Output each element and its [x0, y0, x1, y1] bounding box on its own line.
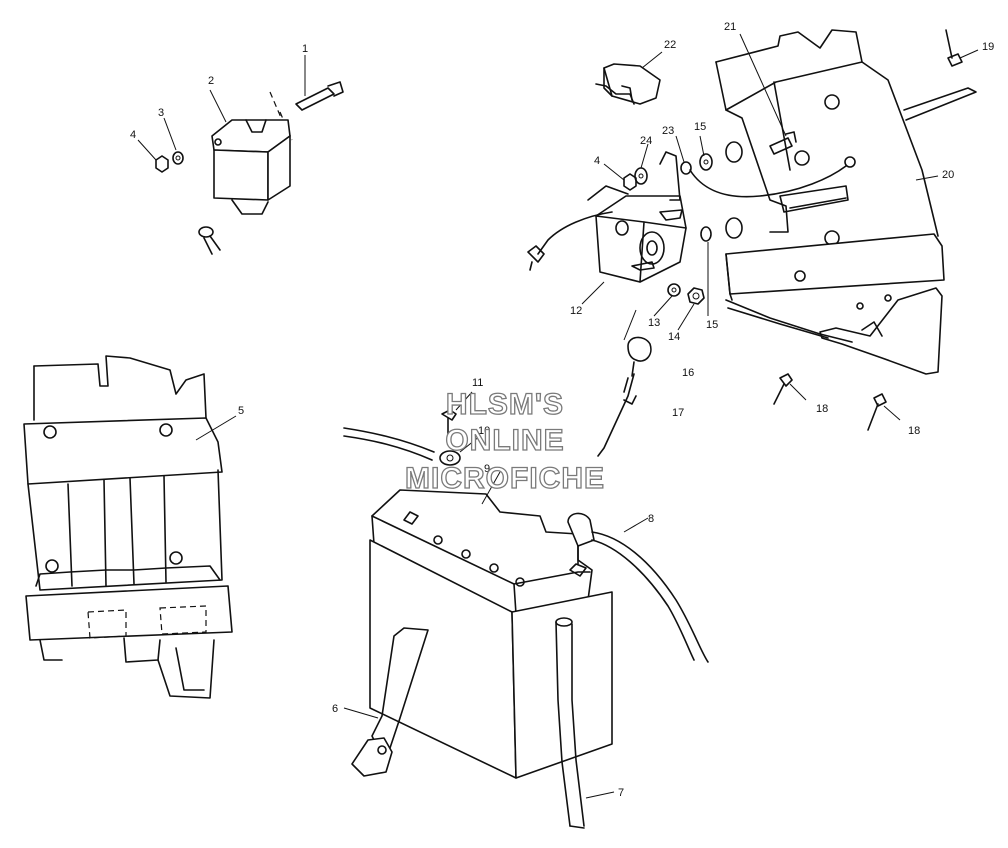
washer-part-15-lower [700, 226, 712, 242]
solenoid-group [527, 51, 712, 457]
callout-15-lower: 15 [706, 319, 718, 331]
callout-5: 5 [238, 405, 244, 417]
callout-4-solenoid: 4 [594, 155, 600, 167]
wire-part-23 [680, 156, 856, 198]
nut-part-14 [687, 287, 705, 305]
callout-17: 17 [672, 407, 684, 419]
callout-8: 8 [648, 513, 654, 525]
callout-24: 24 [640, 135, 652, 147]
rivet-part-18-a [773, 373, 793, 405]
nut-part-4 [155, 155, 169, 173]
washer-part-3 [172, 151, 184, 165]
callout-10: 10 [478, 425, 490, 437]
ring-terminal [198, 226, 221, 255]
callout-2: 2 [208, 75, 214, 87]
washer-part-15-upper [699, 141, 743, 239]
callout-1: 1 [302, 43, 308, 55]
callout-11: 11 [472, 377, 483, 389]
callout-19: 19 [982, 41, 994, 53]
callout-23: 23 [662, 125, 674, 137]
regulator-part-2 [211, 119, 291, 215]
vent-tube-part-7 [555, 617, 615, 829]
solenoid-part-12 [527, 151, 687, 283]
callout-12: 12 [570, 305, 582, 317]
voltage-regulator-group [137, 55, 344, 255]
callout-21: 21 [724, 21, 736, 33]
callout-14: 14 [668, 331, 680, 343]
callout-18-a: 18 [816, 403, 828, 415]
battery-box-part-5 [23, 355, 237, 699]
washer-part-13 [667, 283, 681, 297]
terminal-cap-part-22 [595, 63, 661, 105]
battery-bracket-part-20 [675, 29, 979, 431]
watermark-line-2: ONLINE [445, 424, 564, 457]
callout-18-b: 18 [908, 425, 920, 437]
battery-cable-part-10 [343, 427, 481, 466]
callout-7: 7 [618, 787, 624, 799]
callout-15-upper: 15 [694, 121, 706, 133]
watermark-line-3: MICROFICHE [405, 462, 605, 495]
rivet-part-18-b [867, 393, 887, 431]
watermark: HLSM'S ONLINE MICROFICHE [404, 387, 605, 495]
callout-4: 4 [130, 129, 136, 141]
callout-20: 20 [942, 169, 954, 181]
callout-9: 9 [484, 463, 490, 475]
cable-part-17 [597, 373, 637, 457]
screw-part-11 [441, 391, 473, 441]
watermark-line-1: HLSM'S [446, 388, 564, 421]
battery-part-9 [369, 471, 613, 779]
boot-part-16 [627, 336, 652, 377]
nut-part-4-solenoid [623, 173, 637, 191]
cable-part-8 [567, 512, 709, 663]
rivet-part-19 [945, 29, 963, 67]
callout-22: 22 [664, 39, 676, 51]
hold-down-strap-part-6 [343, 627, 429, 777]
callout-labels: 1 2 3 4 5 6 7 8 9 10 11 12 13 14 15 16 1… [130, 21, 994, 799]
callout-16: 16 [682, 367, 694, 379]
callout-6: 6 [332, 703, 338, 715]
callout-13: 13 [648, 317, 660, 329]
callout-3: 3 [158, 107, 164, 119]
